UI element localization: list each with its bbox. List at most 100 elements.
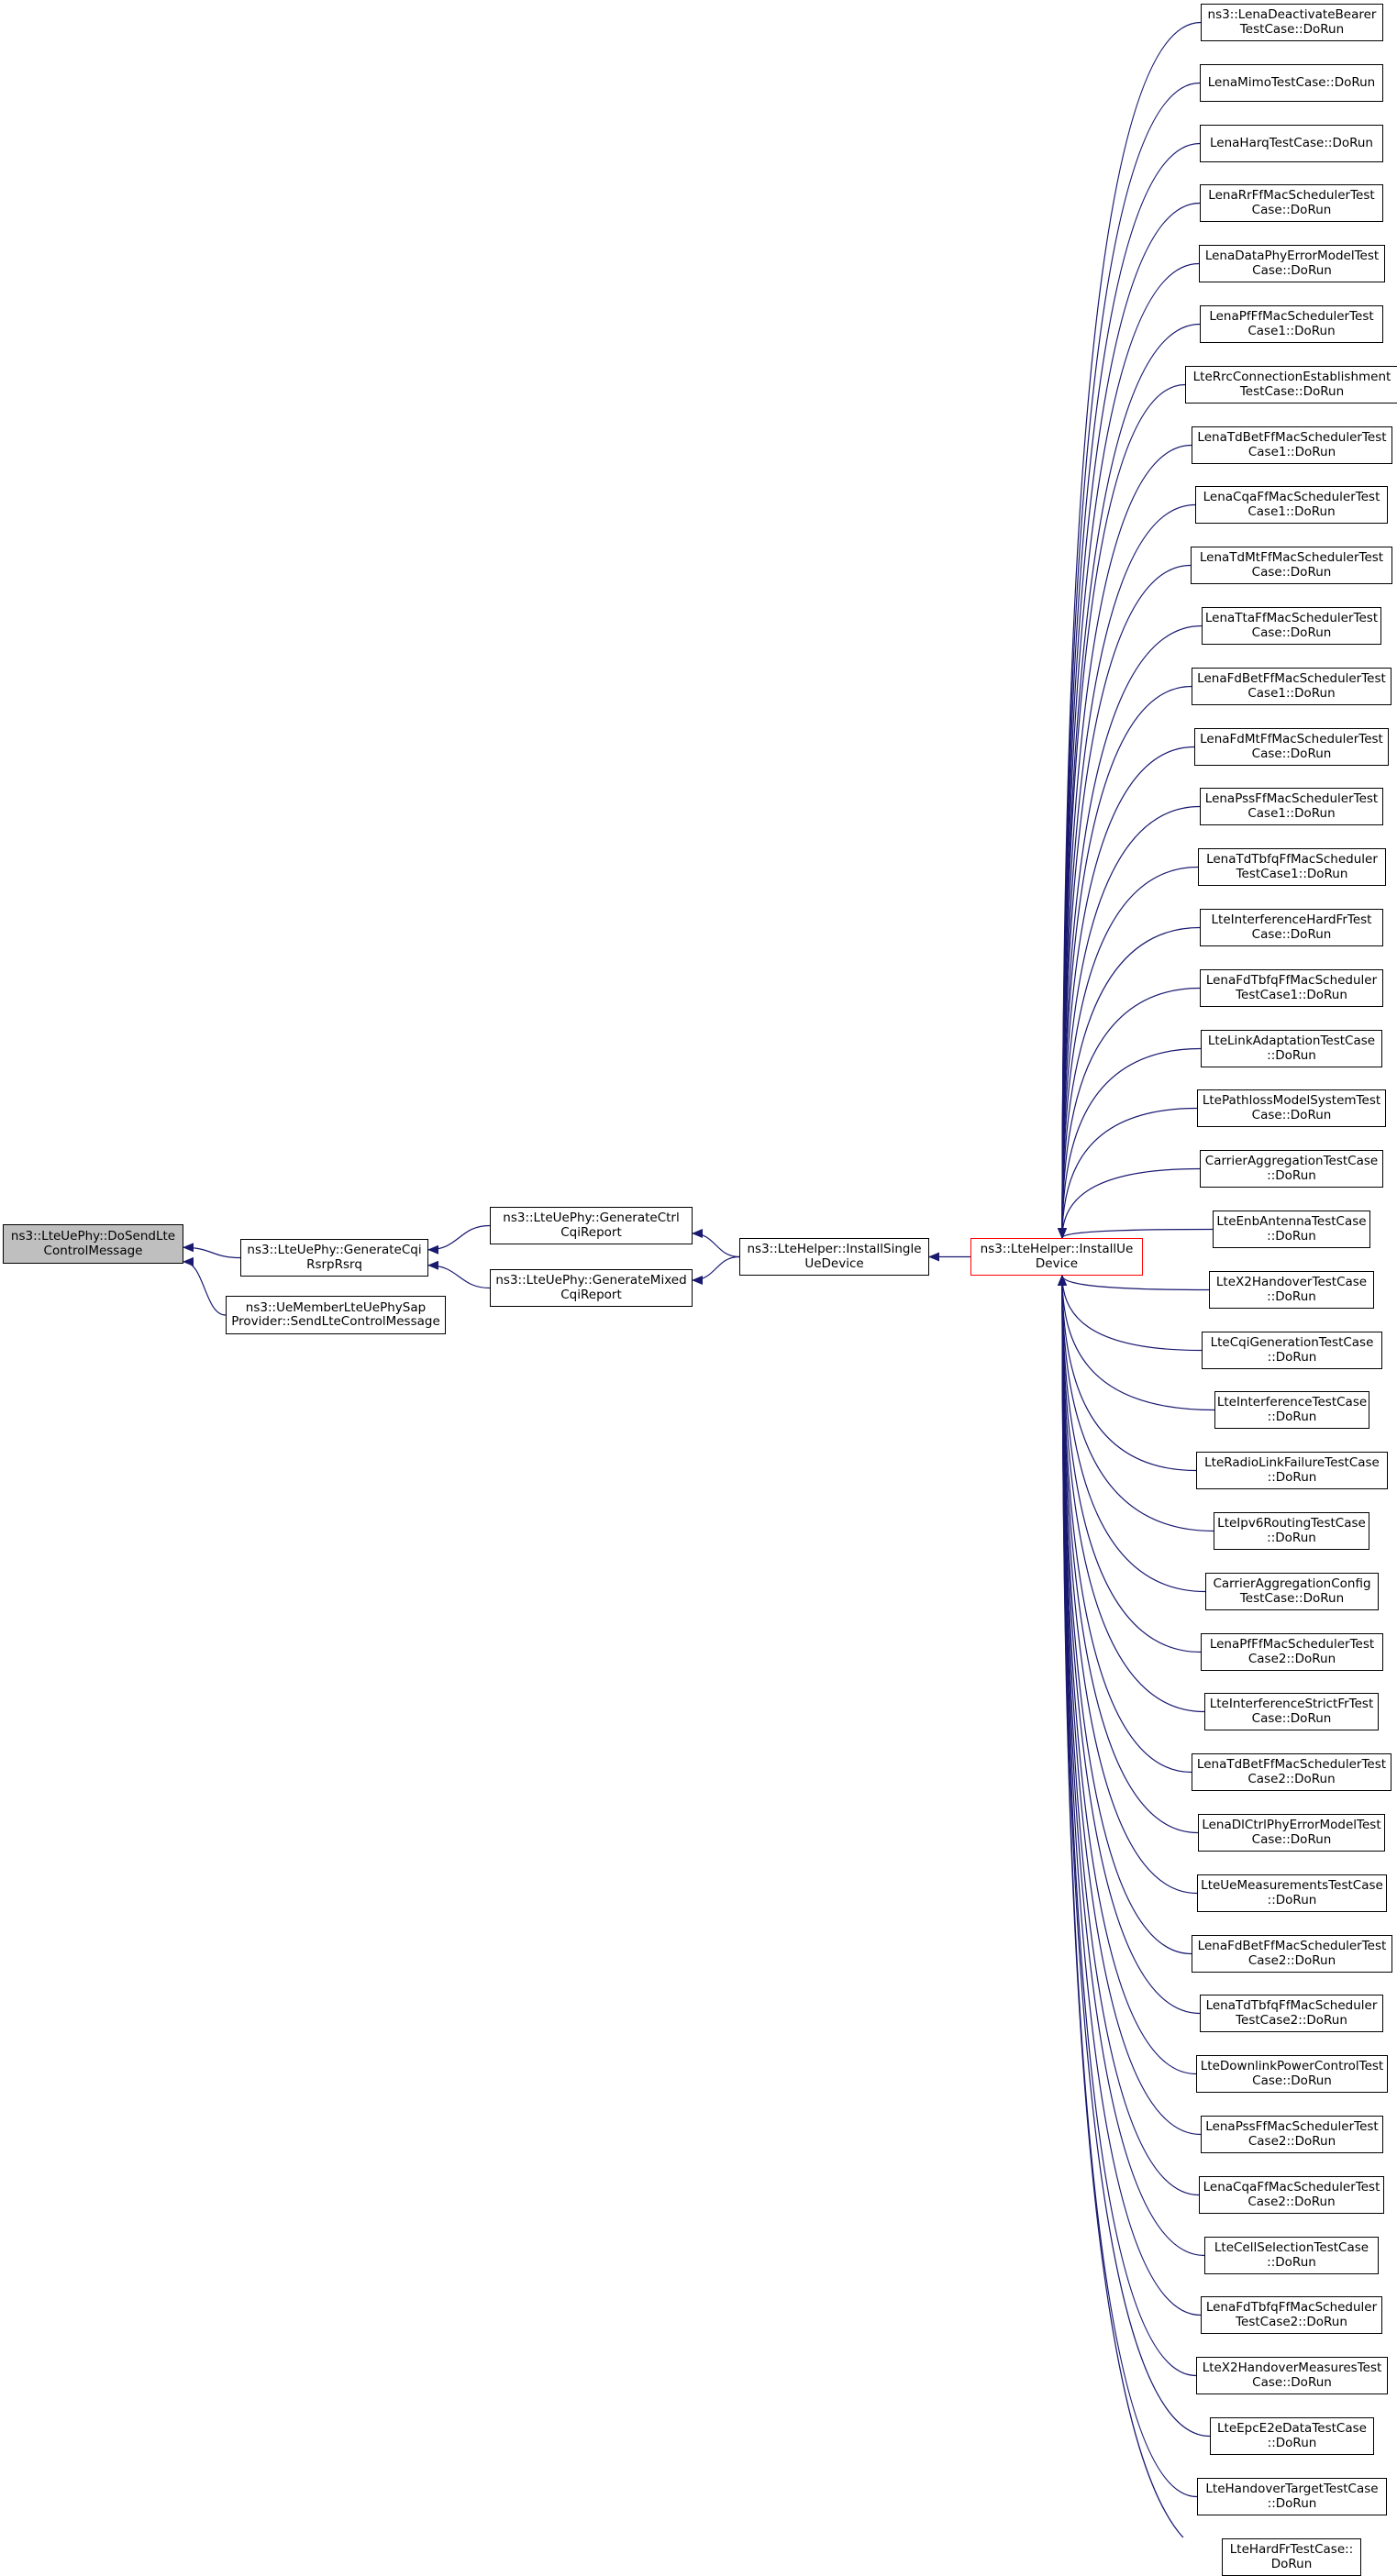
node-label-line: LenaRrFfMacSchedulerTest [1208,188,1375,204]
graph-node-t40[interactable]: LteEpcE2eDataTestCase::DoRun [1210,2417,1374,2455]
node-label-line: ControlMessage [43,1243,143,1258]
node-label-line: Case::DoRun [1251,746,1332,761]
node-label-line: TestCase::DoRun [1239,1590,1345,1606]
node-label-line: LenaCqaFfMacSchedulerTest [1203,490,1380,505]
node-label-line: LenaFdMtFfMacSchedulerTest [1200,732,1383,747]
graph-node-t23[interactable]: LteInterferenceTestCase::DoRun [1214,1391,1369,1429]
graph-node-t21[interactable]: LteX2HandoverTestCase::DoRun [1209,1271,1374,1309]
graph-node-t1[interactable]: LenaMimoTestCase::DoRun [1200,64,1383,102]
node-label-line: LteCqiGenerationTestCase [1210,1335,1374,1351]
graph-node-t19[interactable]: CarrierAggregationTestCase::DoRun [1200,1150,1383,1188]
edge-t39-to-install-ue [1058,1275,1197,2377]
node-label-line: LteEnbAntennaTestCase [1216,1214,1367,1230]
node-label-line: ns3::LteUePhy::GenerateCqi [247,1243,422,1258]
graph-node-t17[interactable]: LteLinkAdaptationTestCase::DoRun [1201,1030,1382,1067]
node-label-line: LteInterferenceTestCase [1216,1395,1368,1410]
node-label-line: CarrierAggregationConfig [1213,1576,1371,1592]
node-label-line: Case1::DoRun [1247,685,1336,701]
graph-node-t31[interactable]: LteUeMeasurementsTestCase::DoRun [1197,1874,1387,1912]
node-label-line: CqiReport [560,1224,622,1240]
edge-t17-to-install-ue [1058,1047,1202,1239]
edge-install-single-to-gen-mixed [692,1255,740,1285]
graph-node-t37[interactable]: LteCellSelectionTestCase::DoRun [1204,2237,1379,2274]
node-label-line: Case1::DoRun [1247,805,1336,821]
graph-node-t20[interactable]: LteEnbAntennaTestCase::DoRun [1213,1211,1370,1248]
node-label-line: Case2::DoRun [1247,2194,1336,2209]
node-label-line: LenaTdBetFfMacSchedulerTest [1196,1757,1387,1773]
node-label-line: ns3::LenaDeactivateBearer [1207,7,1377,23]
node-label-line: ::DoRun [1267,1892,1317,1907]
graph-node-t2[interactable]: LenaHarqTestCase::DoRun [1200,125,1383,162]
edge-t31-to-install-ue [1058,1275,1198,1895]
graph-node-t41[interactable]: LteHandoverTargetTestCase::DoRun [1197,2478,1387,2515]
node-label-line: LenaDataPhyErrorModelTest [1204,249,1380,264]
edge-t10-to-install-ue [1058,625,1203,1239]
graph-node-t22[interactable]: LteCqiGenerationTestCase::DoRun [1202,1332,1382,1369]
graph-node-t24[interactable]: LteRadioLinkFailureTestCase::DoRun [1196,1452,1388,1489]
node-label-line: LenaCqaFfMacSchedulerTest [1203,2180,1380,2195]
graph-node-t42[interactable]: LteHardFrTestCase::DoRun [1222,2538,1361,2576]
node-label-line: LenaFdTbfqFfMacScheduler [1205,2300,1378,2316]
node-label-line: ns3::LteHelper::InstallSingle [747,1242,922,1257]
edge-t15-to-install-ue [1058,926,1201,1239]
node-label-line: ::DoRun [1267,1228,1316,1244]
node-label-line: CarrierAggregationTestCase [1204,1154,1379,1169]
edge-t4-to-install-ue [1058,262,1200,1239]
node-label-line: Case2::DoRun [1247,2133,1336,2149]
node-label-line: LteX2HandoverMeasuresTest [1202,2360,1382,2376]
node-label-line: LenaMimoTestCase::DoRun [1207,74,1376,90]
node-label-line: TestCase::DoRun [1239,21,1345,37]
node-label-line: ::DoRun [1267,2435,1317,2450]
node-label-line: ::DoRun [1267,2254,1316,2270]
edge-install-single-to-gen-ctrl [692,1229,740,1258]
node-label-line: TestCase::DoRun [1239,383,1345,399]
node-label-line: Case::DoRun [1251,202,1332,217]
node-label-line: Case::DoRun [1252,2374,1332,2390]
node-label-line: ::DoRun [1267,1167,1316,1183]
node-label-line: LteIpv6RoutingTestCase [1217,1516,1366,1531]
node-label-line: ns3::LteUePhy::GenerateMixed [495,1273,687,1288]
node-label-line: LteRrcConnectionEstablishment [1192,370,1391,385]
node-label-line: LteHandoverTargetTestCase [1205,2482,1379,2497]
edge-t13-to-install-ue [1058,805,1201,1239]
edge-t20-to-install-ue [1058,1227,1214,1239]
edge-t16-to-install-ue [1058,987,1201,1239]
graph-node-t25[interactable]: LteIpv6RoutingTestCase::DoRun [1214,1512,1369,1550]
edge-t11-to-install-ue [1058,685,1192,1239]
